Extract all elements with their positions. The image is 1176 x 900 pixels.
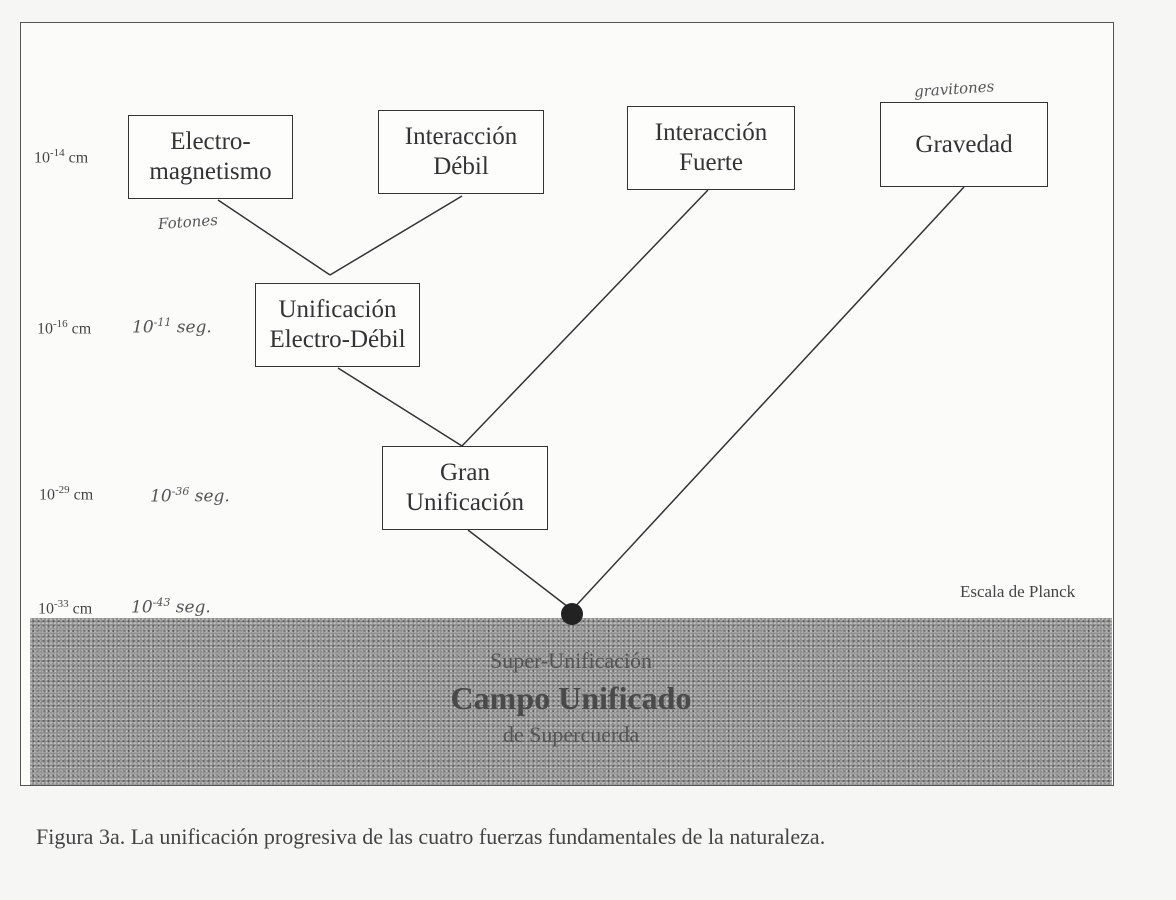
time-2-unit: seg. — [194, 486, 230, 507]
scale-3-base: 10 — [39, 486, 55, 504]
scale-label-1: 10-14 cm — [34, 147, 88, 167]
time-3-exp: -43 — [152, 596, 171, 609]
band-line-1: Super-Unificación — [489, 648, 653, 673]
band-line-3: de Supercuerda — [502, 722, 640, 747]
box-gravity: Gravedad — [880, 102, 1048, 187]
planck-scale-label: Escala de Planck — [960, 582, 1076, 601]
scale-1-exp: -14 — [50, 147, 65, 159]
annotation-time-2: 10-36 seg. — [150, 485, 230, 507]
band-title: Campo Unificado — [450, 680, 692, 716]
box-grand-line2: Unificación — [405, 489, 524, 516]
scale-label-3: 10-29 cm — [39, 484, 93, 504]
time-1-unit: seg. — [176, 317, 212, 338]
scale-label-2: 10-16 cm — [37, 318, 91, 338]
scale-2-unit: cm — [71, 320, 92, 338]
annotation-time-1: 10-11 seg. — [132, 316, 212, 338]
scale-3-exp: -29 — [55, 484, 70, 496]
time-1-exp: -11 — [153, 316, 172, 329]
box-weak-line1: Interacción — [404, 123, 518, 150]
box-gravity-line1: Gravedad — [915, 130, 1013, 158]
scale-1-unit: cm — [68, 149, 89, 167]
box-electroweak-unification: Unificación Electro-Débil — [255, 283, 420, 367]
box-electromagnetism: Electro- magnetismo — [128, 115, 293, 199]
box-grand-unification: Gran Unificación — [382, 446, 548, 530]
box-grand-line1: Gran — [440, 459, 490, 486]
box-electromagnetism-line2: magnetismo — [149, 158, 272, 185]
time-2-base: 10 — [150, 486, 172, 507]
box-strong-line1: Interacción — [654, 119, 768, 146]
box-electromagnetism-line1: Electro- — [170, 128, 251, 155]
caption-text: La unificación progresiva de las cuatro … — [125, 824, 826, 849]
scale-label-4: 10-33 cm — [38, 598, 92, 618]
scale-2-base: 10 — [37, 320, 53, 338]
caption-prefix: Figura 3a. — [36, 824, 126, 849]
scale-4-exp: -33 — [54, 598, 69, 610]
box-strong-line2: Fuerte — [679, 149, 743, 176]
box-electroweak-line2: Electro-Débil — [269, 326, 406, 353]
scale-2-exp: -16 — [53, 318, 68, 330]
scale-1-base: 10 — [34, 149, 50, 167]
box-strong-interaction: Interacción Fuerte — [627, 106, 795, 190]
time-3-base: 10 — [131, 597, 153, 618]
box-electroweak-line1: Unificación — [278, 296, 397, 323]
box-weak-interaction: Interacción Débil — [378, 110, 544, 194]
annotation-time-3: 10-43 seg. — [131, 596, 211, 618]
scale-3-unit: cm — [73, 486, 94, 504]
box-weak-line2: Débil — [433, 153, 489, 180]
time-2-exp: -36 — [171, 485, 190, 498]
time-1-base: 10 — [132, 317, 154, 338]
scale-4-base: 10 — [38, 600, 54, 618]
figure-caption: Figura 3a. La unificación progresiva de … — [36, 824, 825, 850]
scale-4-unit: cm — [72, 600, 93, 618]
planck-band: Super-Unificación Campo Unificado de Sup… — [30, 618, 1112, 785]
time-3-unit: seg. — [175, 597, 211, 618]
